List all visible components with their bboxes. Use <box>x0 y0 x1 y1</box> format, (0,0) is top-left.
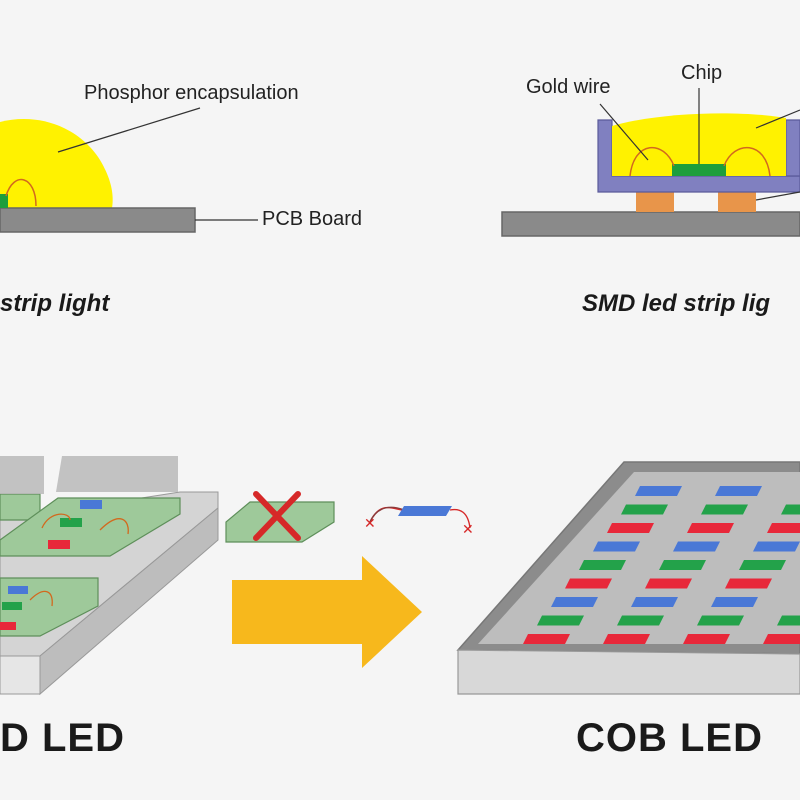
smd-led-title: D LED <box>0 716 125 761</box>
cob-chip <box>579 560 626 570</box>
cob-chip <box>701 505 748 515</box>
cob-chip <box>523 634 570 644</box>
cob-chip <box>537 616 584 626</box>
cob-chip <box>617 616 664 626</box>
cob-chip <box>763 634 800 644</box>
caption-left: strip light <box>0 290 109 318</box>
cob-chip <box>621 505 668 515</box>
cob-chip <box>645 579 692 589</box>
cob-chip <box>659 560 706 570</box>
cob-chip <box>781 505 800 515</box>
cob-chip <box>697 616 744 626</box>
cob-chip <box>753 542 800 552</box>
caption-right: SMD led strip lig <box>582 290 770 318</box>
cob-chip <box>711 597 758 607</box>
cob-led-title: COB LED <box>576 716 763 761</box>
gold-wire-label: Gold wire <box>526 76 610 99</box>
cob-chip <box>767 523 800 533</box>
cob-chip <box>565 579 612 589</box>
chip-label: Chip <box>681 62 722 85</box>
cob-chip <box>551 597 598 607</box>
cob-chip <box>739 560 786 570</box>
cob-chip <box>593 542 640 552</box>
cob-chip <box>631 597 678 607</box>
cob-chip <box>725 579 772 589</box>
cob-chip <box>603 634 650 644</box>
cob-chip <box>777 616 800 626</box>
cob-chip <box>683 634 730 644</box>
cob-chip <box>635 486 682 496</box>
cob-chip <box>673 542 720 552</box>
phosphor-label: Phosphor encapsulation <box>84 82 299 105</box>
pcb-board-label: PCB Board <box>262 208 362 231</box>
cob-chip <box>687 523 734 533</box>
cob-chip <box>715 486 762 496</box>
cob-chip <box>607 523 654 533</box>
